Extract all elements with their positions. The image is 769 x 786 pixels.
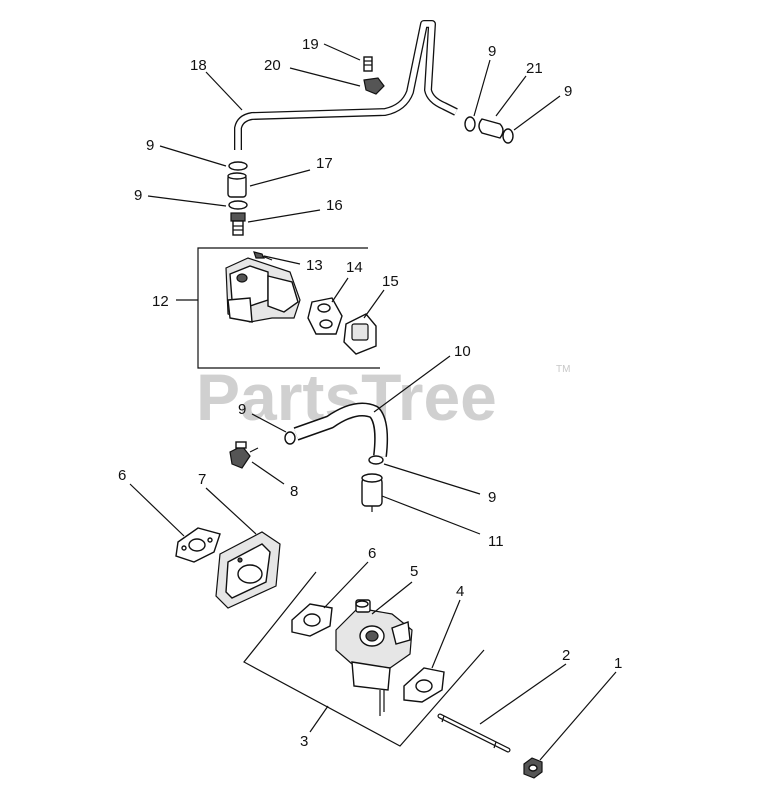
part-fuel-line[interactable]	[234, 20, 458, 150]
part-gasket-4[interactable]	[403, 667, 445, 703]
part-carburetor-5[interactable]	[335, 599, 413, 716]
part-fuel-pump-12[interactable]	[225, 257, 301, 323]
part-sleeve-21[interactable]	[478, 118, 504, 139]
part-clamp-9-top-left[interactable]	[464, 116, 476, 132]
callout-4: 4	[456, 583, 464, 600]
part-clamp-9-mid-left[interactable]	[284, 431, 296, 445]
part-clamp-9-mid-right[interactable]	[368, 455, 384, 465]
part-clamp-9-lower[interactable]	[228, 200, 248, 210]
callout-15: 15	[382, 273, 399, 290]
callout-1: 1	[614, 655, 622, 672]
callout-5: 5	[410, 563, 418, 580]
carburetor-group-bracket	[243, 571, 485, 747]
part-fitting-16[interactable]	[230, 212, 246, 236]
watermark: PartsTree	[196, 360, 497, 434]
callout-17: 17	[316, 155, 333, 172]
part-screw-13[interactable]	[253, 251, 273, 261]
callout-9-top-right: 9	[564, 83, 572, 100]
leader-lines	[129, 43, 617, 761]
part-gasket-6-right[interactable]	[291, 603, 333, 637]
callout-7: 7	[198, 471, 206, 488]
part-gasket-15[interactable]	[343, 313, 377, 355]
callout-2: 2	[562, 647, 570, 664]
part-nut-1[interactable]	[523, 757, 543, 779]
callout-9-mid-left: 9	[238, 401, 246, 418]
callout-6-right: 6	[368, 545, 376, 562]
part-clamp-9-top-right[interactable]	[502, 128, 514, 144]
part-fitting-19[interactable]	[363, 56, 373, 72]
callout-14: 14	[346, 259, 363, 276]
callout-21: 21	[526, 60, 543, 77]
part-clamp-9-upper[interactable]	[228, 161, 248, 171]
callout-9-lower: 9	[134, 187, 142, 204]
callout-19: 19	[302, 36, 319, 53]
part-heat-shield-7[interactable]	[215, 531, 281, 609]
callout-8: 8	[290, 483, 298, 500]
part-elbow-20[interactable]	[363, 77, 385, 95]
callout-13: 13	[306, 257, 323, 274]
callout-16: 16	[326, 197, 343, 214]
watermark-trademark: TM	[556, 364, 570, 375]
callout-6-left: 6	[118, 467, 126, 484]
callout-9-mid-right: 9	[488, 489, 496, 506]
callout-20: 20	[264, 57, 281, 74]
part-sleeve-17[interactable]	[227, 172, 247, 198]
callout-11: 11	[488, 533, 504, 550]
callout-9-top-left: 9	[488, 43, 496, 60]
callout-12: 12	[152, 293, 169, 310]
callout-10: 10	[454, 343, 471, 360]
callout-18: 18	[190, 57, 207, 74]
callout-9-upper: 9	[146, 137, 154, 154]
part-elbow-fitting-8[interactable]	[229, 441, 259, 469]
fuel-pump-group-frame	[197, 247, 380, 369]
callout-labels: 19 20 18 9 21 9 9 17 9 16 13 14 15 12 10…	[118, 36, 622, 750]
part-gasket-14[interactable]	[307, 297, 343, 335]
callout-3: 3	[300, 733, 308, 750]
part-gasket-6-left[interactable]	[175, 527, 221, 563]
part-stud-2[interactable]	[437, 713, 511, 753]
part-fuel-hose-10[interactable]	[293, 402, 389, 457]
part-fuel-filter-11[interactable]	[361, 473, 383, 512]
